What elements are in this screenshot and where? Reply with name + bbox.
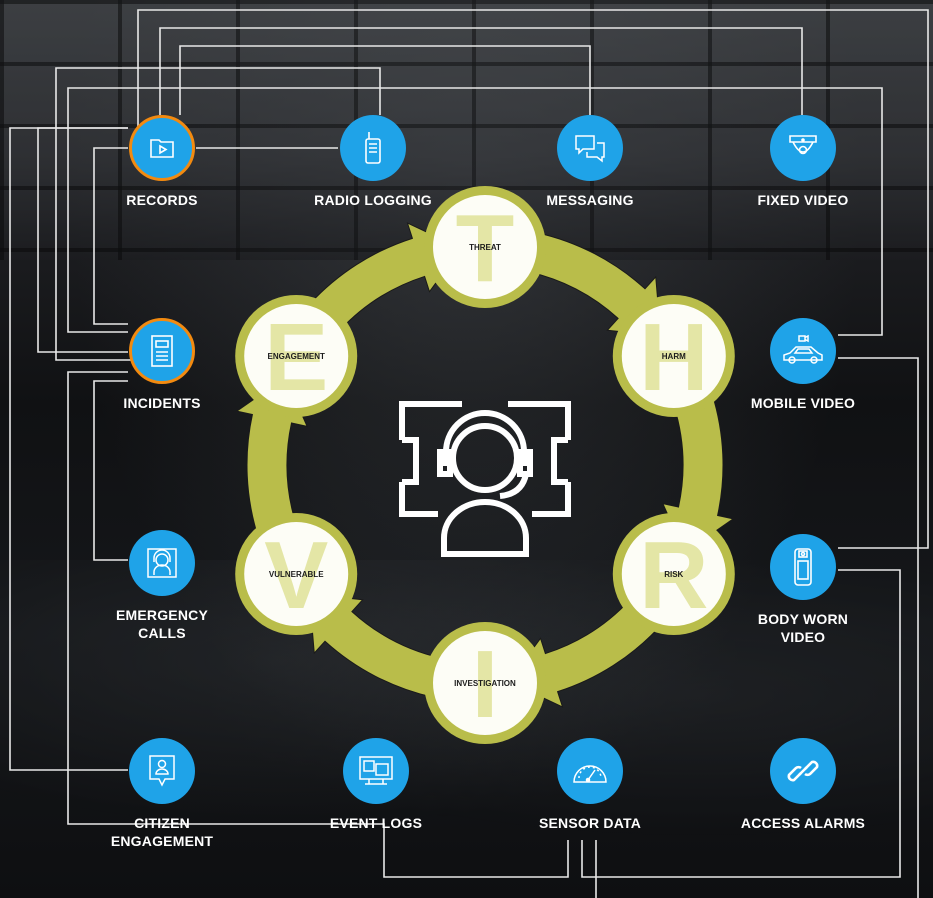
node-access-alarms-label: ACCESS ALARMS xyxy=(740,815,866,831)
connector-citizen-left xyxy=(9,127,128,771)
cycle-stage-letter: V xyxy=(264,522,328,629)
node-sensor-data[interactable]: SENSOR DATA xyxy=(500,738,680,832)
police-car-icon xyxy=(770,318,836,384)
node-messaging[interactable]: MESSAGING xyxy=(500,115,680,209)
node-emergency-calls-label: EMERGENCY CALLS xyxy=(72,606,252,642)
cycle-stage-label: RISK xyxy=(664,570,683,579)
node-mobile-video-label: MOBILE VIDEO xyxy=(750,395,856,411)
node-radio-logging-label: RADIO LOGGING xyxy=(314,192,432,208)
node-incidents[interactable]: INCIDENTS xyxy=(72,318,252,412)
connector-event-sensor xyxy=(383,840,569,878)
node-fixed-video[interactable]: FIXED VIDEO xyxy=(713,115,893,209)
node-citizen-engagement-line1: CITIZEN xyxy=(134,815,190,831)
cycle-stage-letter: T xyxy=(456,195,515,302)
connector-incidents-citizen xyxy=(67,371,385,840)
cycle-stage-disc xyxy=(621,304,726,408)
node-body-worn-video-line2: VIDEO xyxy=(780,629,826,645)
cycle-stage-disc xyxy=(621,522,726,626)
chat-icon xyxy=(557,115,623,181)
node-emergency-calls-line1: EMERGENCY xyxy=(115,607,209,623)
document-icon xyxy=(129,318,195,384)
node-emergency-calls[interactable]: EMERGENCY CALLS xyxy=(72,530,252,642)
connector-records-body-video xyxy=(137,9,929,549)
node-records[interactable]: RECORDS xyxy=(72,115,252,209)
cycle-stage-disc xyxy=(244,522,349,626)
node-citizen-engagement-line2: ENGAGEMENT xyxy=(110,833,214,849)
cycle-stage-letter: E xyxy=(264,304,328,411)
user-bubble-icon xyxy=(129,738,195,804)
cycle-stage-disc xyxy=(433,195,537,299)
connector-mobile-video-right xyxy=(838,357,919,898)
node-citizen-engagement[interactable]: CITIZEN ENGAGEMENT xyxy=(72,738,252,850)
cycle-stage-label: VULNERABLE xyxy=(269,570,324,579)
node-messaging-label: MESSAGING xyxy=(546,192,634,208)
node-event-logs[interactable]: EVENT LOGS xyxy=(286,738,466,832)
node-body-worn-video-line1: BODY WORN xyxy=(757,611,849,627)
radio-icon xyxy=(340,115,406,181)
node-citizen-engagement-label: CITIZEN ENGAGEMENT xyxy=(72,814,252,850)
folder-play-icon xyxy=(129,115,195,181)
node-body-worn-video[interactable]: BODY WORN VIDEO xyxy=(713,534,893,646)
node-radio-logging[interactable]: RADIO LOGGING xyxy=(283,115,463,209)
monitor-icon xyxy=(343,738,409,804)
connector-sensor-body-video xyxy=(581,569,901,878)
cycle-stage-letter: H xyxy=(639,304,708,411)
node-records-label: RECORDS xyxy=(126,192,198,208)
node-event-logs-label: EVENT LOGS xyxy=(329,815,423,831)
headset-operator-icon xyxy=(129,530,195,596)
cycle-stage-letter: R xyxy=(639,522,708,629)
cycle-stage-disc xyxy=(433,631,537,735)
connector-incidents-emergency xyxy=(93,380,128,561)
cycle-stage-label: ENGAGEMENT xyxy=(268,352,325,361)
node-incidents-label: INCIDENTS xyxy=(123,395,201,411)
link-icon xyxy=(770,738,836,804)
cycle-stage-disc xyxy=(244,304,349,408)
cycle-arrows xyxy=(235,222,735,708)
cycle-stage-label: INVESTIGATION xyxy=(454,679,516,688)
connector-records-incidents xyxy=(93,147,128,325)
node-body-worn-video-label: BODY WORN VIDEO xyxy=(713,610,893,646)
security-camera-icon xyxy=(770,115,836,181)
cycle-stage-label: HARM xyxy=(662,352,686,361)
node-sensor-data-label: SENSOR DATA xyxy=(538,815,642,831)
node-fixed-video-label: FIXED VIDEO xyxy=(757,192,849,208)
connector-records-messaging xyxy=(179,45,591,115)
cycle-stage-label: THREAT xyxy=(469,243,501,252)
node-mobile-video[interactable]: MOBILE VIDEO xyxy=(713,318,893,412)
cycle-stage-letter: I xyxy=(472,631,499,738)
body-camera-icon xyxy=(770,534,836,600)
connector-incidents-mobile-video xyxy=(67,87,883,336)
node-emergency-calls-line2: CALLS xyxy=(138,625,186,641)
operator-headset-icon xyxy=(399,401,571,557)
connector-incidents-radio xyxy=(55,67,381,361)
gauge-icon xyxy=(557,738,623,804)
connector-records-fixed-video xyxy=(159,27,803,115)
node-access-alarms[interactable]: ACCESS ALARMS xyxy=(713,738,893,832)
